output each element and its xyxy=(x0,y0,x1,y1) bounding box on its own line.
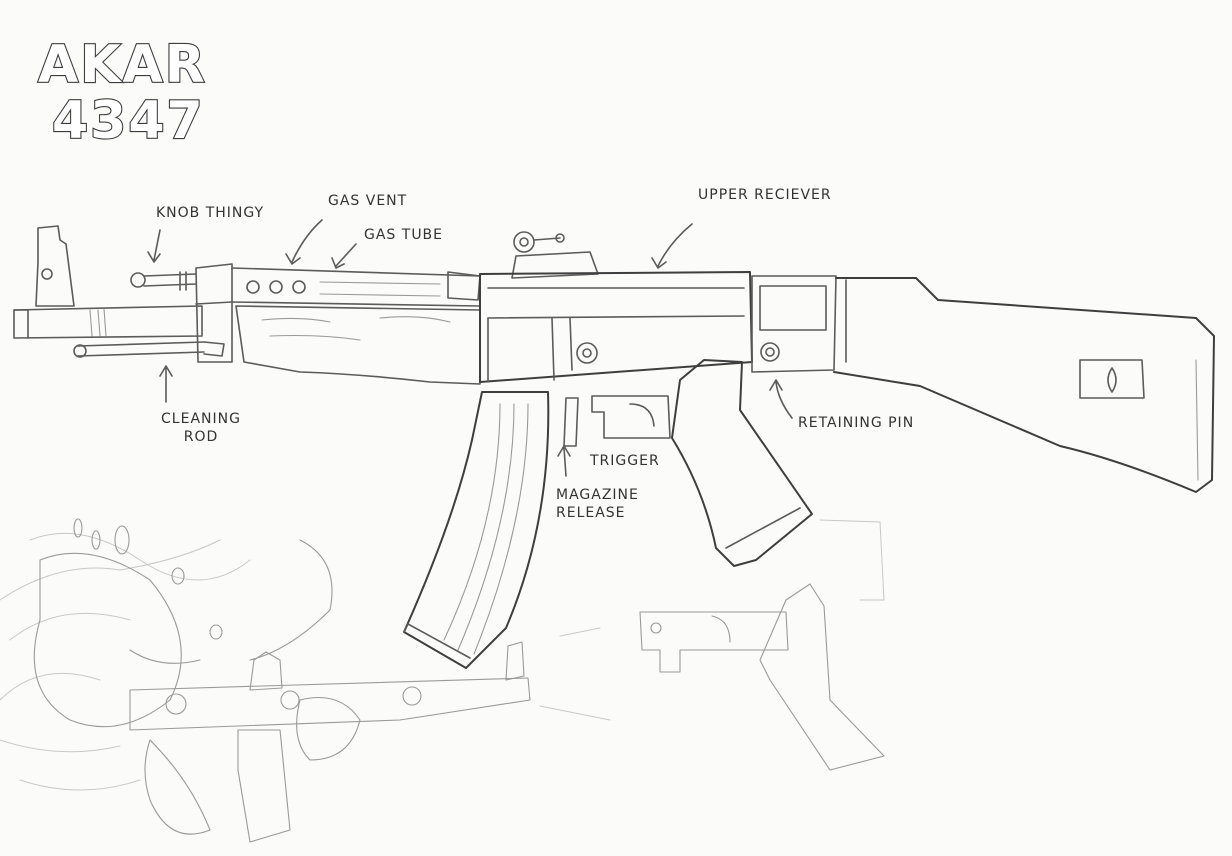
label-upper-receiver: Upper Reciever xyxy=(698,187,832,203)
character-sketch xyxy=(0,518,531,843)
grip-detail-sketch xyxy=(539,519,885,771)
label-cleaning-rod: Cleaning Rod xyxy=(146,410,256,446)
label-magazine-release-line-2: Release xyxy=(556,505,626,521)
label-gas-vent: Gas Vent xyxy=(328,193,408,209)
label-cleaning-rod-line-2: Rod xyxy=(183,429,219,445)
main-rifle xyxy=(13,225,1215,669)
label-trigger: Trigger xyxy=(590,453,660,469)
label-magazine-release: Magazine Release xyxy=(556,486,639,522)
title-line-2: 4347 xyxy=(52,91,205,151)
title-line-1: AKAR xyxy=(38,35,207,95)
label-magazine-release-line-1: Magazine xyxy=(556,487,639,503)
pointer-arrows xyxy=(147,219,793,477)
label-cleaning-rod-line-1: Cleaning xyxy=(161,411,241,427)
label-gas-tube: Gas tube xyxy=(364,227,444,243)
label-retaining-pin: Retaining pin xyxy=(798,415,915,431)
label-knob-thingy: Knob thingy xyxy=(156,205,265,221)
